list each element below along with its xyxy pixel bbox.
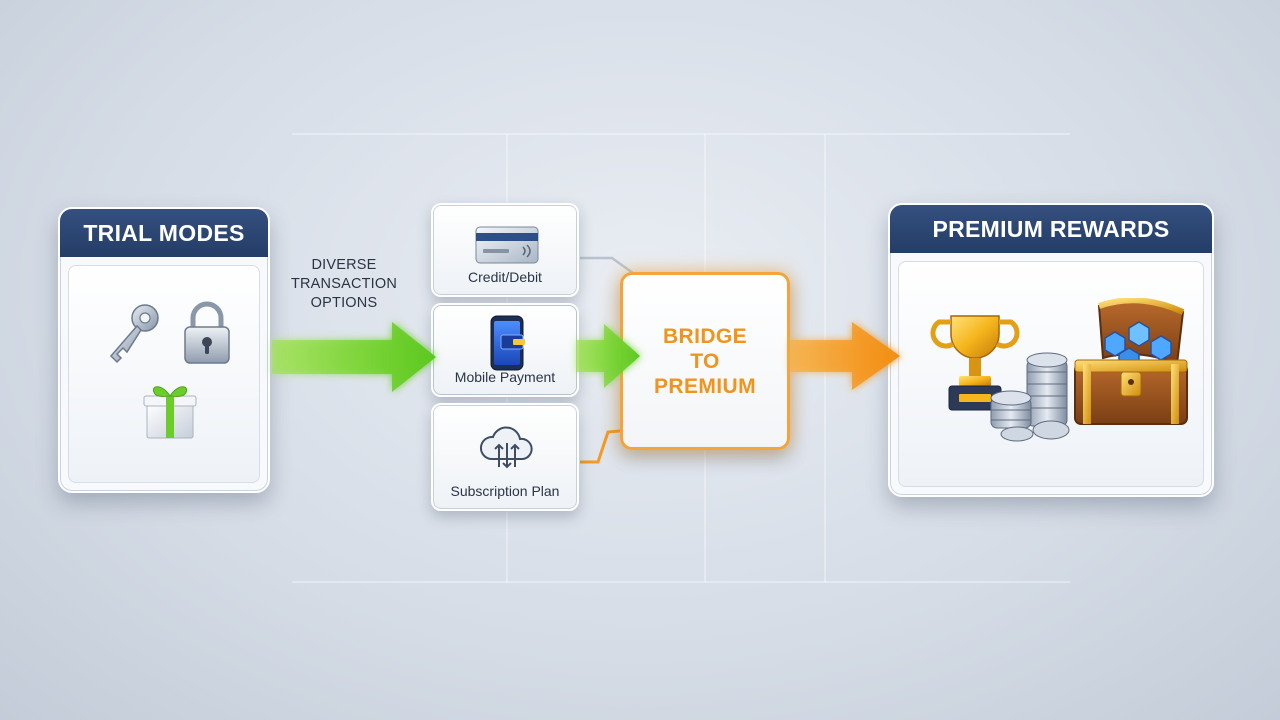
cloud-sync-icon xyxy=(479,426,533,469)
premium-rewards-panel: PREMIUM REWARDS xyxy=(888,203,1214,497)
trial-modes-title: TRIAL MODES xyxy=(60,209,268,257)
bridge-to-premium-text: BRIDGE TO PREMIUM xyxy=(654,324,756,399)
payment-option-mobile-payment[interactable]: Mobile Payment xyxy=(431,303,579,397)
key-icon xyxy=(109,304,159,364)
credit-debit-label: Credit/Debit xyxy=(468,269,542,285)
flow-label-line3: OPTIONS xyxy=(310,295,378,311)
treasure-chest-icon xyxy=(1074,298,1188,425)
subscription-plan-label: Subscription Plan xyxy=(450,483,560,499)
mobile-payment-label: Mobile Payment xyxy=(454,369,556,385)
gift-icon xyxy=(143,386,197,439)
flow-label-line1: DIVERSE xyxy=(311,257,377,273)
coin-stack-icon xyxy=(990,352,1070,442)
bridge-line3: PREMIUM xyxy=(654,374,756,398)
bridge-line1: BRIDGE xyxy=(662,324,748,348)
credit-card-icon xyxy=(475,226,539,264)
payment-option-subscription-plan[interactable]: Subscription Plan xyxy=(431,403,579,511)
smartphone-icon xyxy=(490,315,525,371)
bridge-line2: TO xyxy=(690,349,720,373)
trophy-icon xyxy=(930,315,1020,411)
padlock-icon xyxy=(184,301,230,364)
trial-modes-panel: TRIAL MODES xyxy=(58,207,270,493)
trial-modes-body xyxy=(68,265,260,483)
payment-option-credit-debit[interactable]: Credit/Debit xyxy=(431,203,579,297)
bridge-to-premium-box: BRIDGE TO PREMIUM xyxy=(620,272,790,450)
premium-rewards-title: PREMIUM REWARDS xyxy=(890,205,1212,253)
premium-rewards-body xyxy=(898,261,1204,487)
diverse-transaction-label: DIVERSE TRANSACTION OPTIONS xyxy=(282,256,406,313)
flow-label-line2: TRANSACTION xyxy=(290,276,398,292)
